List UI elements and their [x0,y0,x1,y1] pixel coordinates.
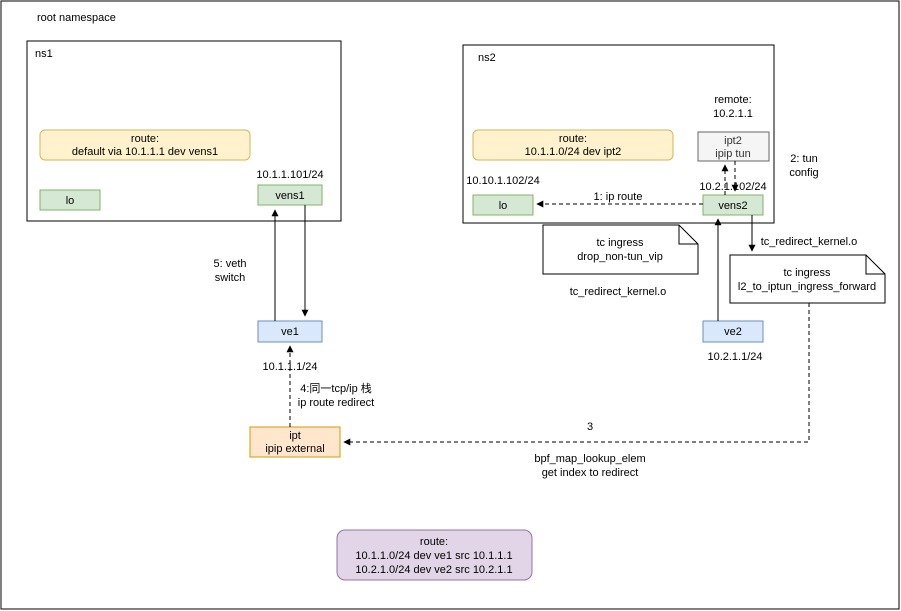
ve2-box[interactable] [702,320,764,343]
ns2-lo-box[interactable] [472,194,534,216]
veth-switch-label: 5: veth switch [213,258,246,284]
text-line: 2: tun [790,153,818,165]
ns1-lo-box[interactable] [39,189,101,211]
text-line: tc ingress [596,237,644,249]
text-line: 10.2.1.1 [713,108,753,120]
step3-label: 3 [587,421,593,433]
tc-ingress-note-root-fold [865,255,885,275]
step4-label: 4:同一tcp/ip 栈 ip route redirect [298,381,374,409]
text-line: drop_non-tun_vip [577,251,663,263]
text-line: 10.1.1.0/24 dev ipt2 [525,146,622,158]
ns1-title: ns1 [35,48,53,60]
text-line: tc ingress [783,267,831,279]
tc-ingress-note-root-text: tc ingress l2_to_iptun_ingress_forward [738,267,876,293]
ns2-lo-label: lo [499,200,508,212]
text-line: remote: [714,94,751,106]
text-line: switch [215,272,246,284]
text-line: bpf_map_lookup_elem [534,453,645,465]
text-line: 5: veth [213,258,246,270]
vens1-box[interactable] [257,184,323,206]
text-line: config [789,167,818,179]
text-line: ipip tun [715,148,750,160]
root-route-box [336,529,533,581]
ve1-label: ve1 [281,326,299,338]
ipt-box[interactable] [249,426,341,458]
text-line: 10.1.1.0/24 dev ve1 src 10.1.1.1 [355,550,512,562]
text-line: l2_to_iptun_ingress_forward [738,281,876,293]
tc-ingress-note-ns2-fold [678,225,698,245]
text-line: get index to redirect [542,467,639,479]
edge-tc-note-to-ipt [343,303,810,446]
ns2-remote-text: remote: 10.2.1.1 [713,94,753,120]
text-line: ip route redirect [298,397,374,409]
vens2-ip: 10.2.1.102/24 [699,181,766,193]
tc-ingress-note-ns2 [542,224,699,275]
vens2-box[interactable] [702,194,764,216]
ve2-ip: 10.2.1.1/24 [707,351,762,363]
text-line: 10.2.1.0/24 dev ve2 src 10.2.1.1 [355,564,512,576]
tc-ingress-note-ns2-text: tc ingress drop_non-tun_vip [577,237,663,263]
ip-route-label: 1: ip route [594,191,643,203]
text-line: ipip external [265,443,324,455]
text-line: route: [420,536,448,548]
ns1-route-text: route:default via 10.1.1.1 dev vens1 [72,133,218,158]
ve2-label: ve2 [724,326,742,338]
root-route-text: route: 10.1.1.0/24 dev ve1 src 10.1.1.1 10… [355,536,512,576]
vens1-label: vens1 [275,190,304,202]
text-line: default via 10.1.1.1 dev vens1 [72,146,218,158]
ns2-lo-ip: 10.10.1.102/24 [466,175,539,187]
vens2-label: vens2 [718,200,747,212]
tun-config-label: 2: tun config [789,153,818,179]
ns2-route-box [472,129,674,161]
ns2-title: ns2 [478,52,496,64]
tc-redirect-label-a: tc_redirect_kernel.o [570,286,667,298]
tc-ingress-note-root [729,254,886,304]
ns1-route-box [39,129,251,161]
text-line: ipt2 [724,135,742,147]
ipt2-box[interactable] [697,131,770,162]
vens1-ip: 10.1.1.101/24 [256,169,323,181]
text-line: route: [131,133,159,145]
text-line: 4:同一tcp/ip 栈 [300,381,372,395]
text-line: route: [559,133,587,145]
ve1-box[interactable] [257,320,323,343]
text-line: ipt [289,430,301,442]
tc-redirect-label-b: tc_redirect_kernel.o [761,236,858,248]
root-namespace-title: root namespace [37,12,116,24]
ns2-route-text: route:10.1.1.0/24 dev ipt2 [525,133,622,158]
ns1-lo-label: lo [66,195,75,207]
